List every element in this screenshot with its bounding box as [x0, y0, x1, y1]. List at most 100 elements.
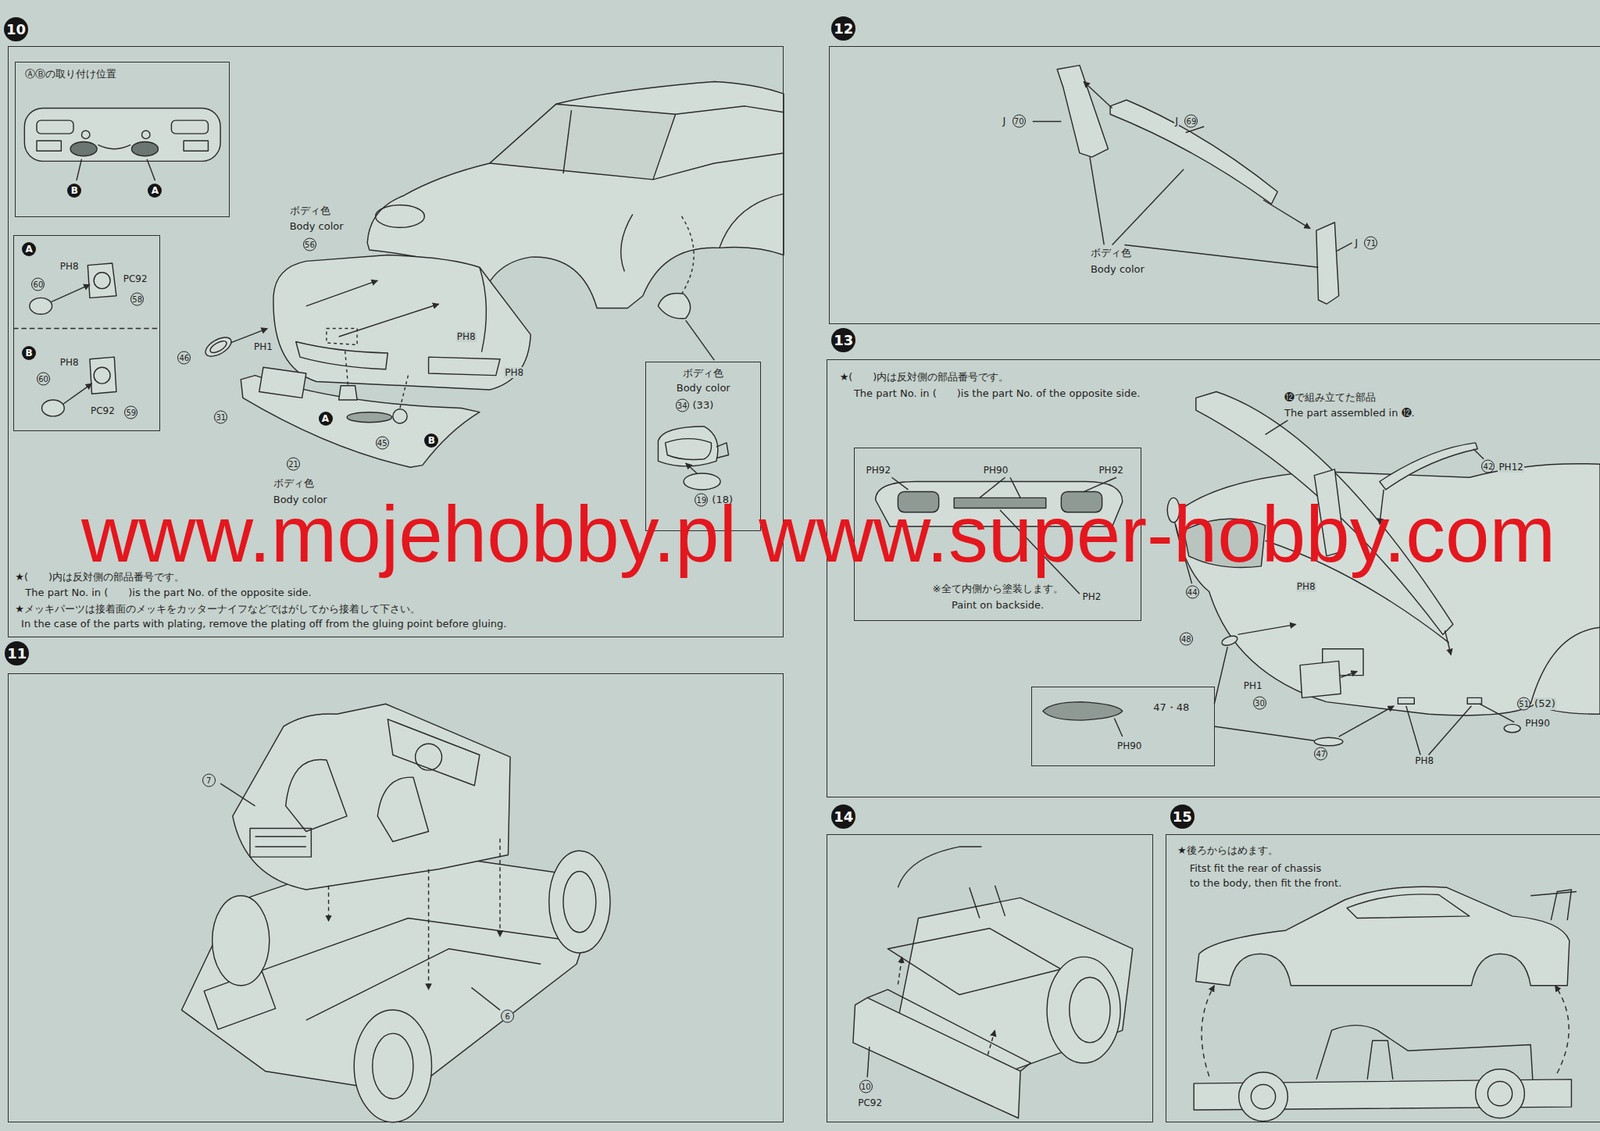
- illustration-line: [255, 836, 307, 847]
- paint-code: PH8: [59, 357, 80, 368]
- callout-number: 71: [1364, 235, 1378, 250]
- illustration-line: [1057, 65, 1108, 158]
- note-text: J: [1174, 114, 1179, 128]
- note-text: J: [1353, 236, 1359, 250]
- note-text: Body color: [289, 220, 345, 233]
- note-text: Body color: [1089, 263, 1146, 276]
- paint-code: PH8: [503, 367, 525, 379]
- illustration-line: [377, 777, 429, 842]
- illustration-line: [563, 110, 572, 174]
- box-text: Body color: [646, 382, 761, 395]
- callout-number: 21: [286, 457, 300, 472]
- illustration-line: [665, 439, 712, 461]
- note-text: ボディ色: [1089, 246, 1133, 260]
- paint-code: PH90: [1524, 717, 1551, 729]
- box-text: ボディ色: [646, 367, 761, 380]
- callout-number: 56: [303, 238, 317, 252]
- illustration-line: [1300, 660, 1341, 698]
- note-text: ★後ろからはめます。: [1176, 844, 1279, 858]
- box-text: ⒶⒷの取り付け位置: [24, 67, 118, 81]
- illustration-line: [428, 869, 429, 990]
- illustration-line: [212, 896, 270, 986]
- illustration-line: [1444, 630, 1451, 655]
- illustration-line: [13, 65, 1600, 1123]
- illustration-line: [346, 412, 392, 423]
- watermark: www.mojehobby.pl www.super-hobby.com: [81, 495, 1556, 575]
- note-text: ボディ色: [289, 204, 332, 218]
- illustration-line: [1487, 1081, 1512, 1106]
- note-text: Fitst fit the rear of chassis: [1189, 862, 1323, 875]
- step-number: 14: [831, 804, 856, 829]
- illustration-line: [13, 328, 158, 329]
- paint-code: PH1: [1242, 680, 1264, 692]
- illustration-line: [339, 385, 358, 400]
- illustration-line: [353, 1010, 432, 1123]
- callout-number: 6: [500, 1009, 515, 1023]
- note-text: The part assembled in ⓬.: [1283, 407, 1416, 420]
- illustration-line: [1475, 1069, 1525, 1119]
- inset-box: 47・48: [1031, 686, 1215, 767]
- note-text: (52): [1533, 697, 1557, 711]
- illustration-line: [897, 846, 982, 888]
- illustration-line: [250, 828, 311, 858]
- illustration-line: [549, 850, 611, 954]
- callout-number: 60: [31, 278, 45, 292]
- illustration-line: [1112, 169, 1184, 246]
- illustration-line: [285, 759, 347, 832]
- illustration-line: [1214, 646, 1228, 704]
- step-number: 12: [831, 16, 856, 41]
- callout-number: 69: [1184, 114, 1198, 129]
- illustration-line: [387, 719, 480, 786]
- paint-code: PC92: [857, 1097, 883, 1109]
- note-text: (33): [692, 399, 715, 412]
- illustration-line: [76, 159, 83, 181]
- illustration-line: [1406, 706, 1421, 756]
- note-text: In the case of the parts with plating, r…: [20, 617, 508, 631]
- callout-number: 47: [1314, 747, 1328, 761]
- illustration-line: [1479, 703, 1515, 723]
- paint-code: PH2: [1081, 591, 1102, 603]
- illustration-line: [326, 328, 358, 346]
- illustration-line: [392, 409, 408, 424]
- illustration-line: [1346, 894, 1470, 919]
- paint-code: PH92: [865, 464, 893, 476]
- step-panel: 13※全て内側から塗装します。Paint on backside.47・48: [826, 359, 1600, 799]
- illustration-line: [1263, 200, 1311, 229]
- illustration-line: [1237, 624, 1296, 635]
- illustration-line: [867, 989, 1031, 1072]
- illustration-line: [93, 367, 111, 384]
- callout-number: 59: [124, 405, 138, 419]
- position-letter: B: [424, 433, 439, 448]
- illustration-line: [1367, 1040, 1393, 1080]
- illustration-line: [1265, 420, 1289, 435]
- illustration-line: [1467, 697, 1482, 704]
- illustration-line: [897, 957, 902, 985]
- paint-code: PC92: [89, 405, 116, 417]
- illustration-line: [887, 928, 1061, 996]
- illustration-line: [1046, 957, 1121, 1064]
- illustration-line: [716, 442, 729, 459]
- illustration-line: [375, 205, 425, 229]
- illustration-line: [42, 400, 65, 417]
- box-text: 47・48: [1152, 701, 1190, 715]
- illustration-line: [232, 703, 511, 890]
- illustration-line: [183, 140, 208, 151]
- callout-number: 45: [375, 435, 390, 450]
- illustration-line: [1530, 892, 1577, 897]
- illustration-line: [1042, 702, 1123, 722]
- illustration-line: [36, 120, 74, 134]
- illustration-line: [220, 783, 255, 807]
- note-text: ⓬で組み立てた部品: [1283, 391, 1377, 404]
- paint-code: PC92: [122, 273, 149, 285]
- callout-number: 60: [36, 371, 50, 386]
- illustration-line: [131, 142, 158, 157]
- illustration-line: [1196, 886, 1570, 986]
- paint-code: PH8: [456, 331, 477, 343]
- illustration-line: [97, 144, 131, 149]
- illustration-line: [93, 272, 111, 290]
- illustration-line: [853, 997, 1021, 1118]
- step-panel: 11: [7, 673, 784, 1123]
- illustration-line: [1379, 442, 1478, 490]
- illustration-line: [328, 885, 329, 922]
